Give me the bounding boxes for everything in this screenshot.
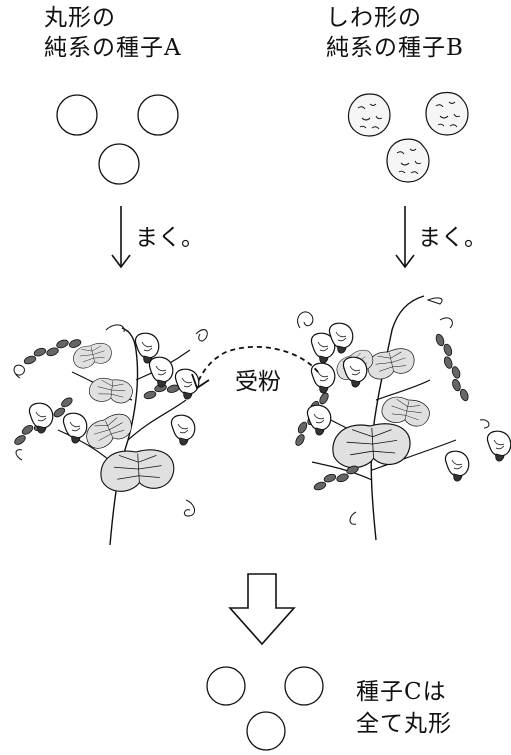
- seed-b-group: [347, 91, 469, 183]
- sow-b-label: まく。: [418, 225, 487, 251]
- seed-b-label-line1: しわ形の: [326, 5, 422, 31]
- pollination-arrow: [191, 345, 319, 390]
- plant-b-illustration: [293, 295, 511, 541]
- seed-c-label-line2: 全て丸形: [356, 711, 452, 737]
- seed-b-wrinkled-3: [386, 138, 430, 183]
- seed-c-group: [206, 666, 324, 751]
- seed-c-round-3: [246, 711, 286, 751]
- pollination-label: 受粉: [235, 369, 281, 395]
- plant-a-illustration: [12, 324, 208, 546]
- sow-a-label: まく。: [135, 225, 204, 251]
- seed-a-round-2: [137, 94, 179, 136]
- seed-c-round-1: [206, 666, 246, 706]
- seed-a-label-line2: 純系の種子A: [44, 35, 182, 61]
- seed-a-round-3: [98, 143, 140, 185]
- seed-a-group: [56, 94, 179, 185]
- sow-a-arrow: [111, 206, 131, 269]
- seed-b-wrinkled-2: [425, 91, 469, 136]
- seed-b-wrinkled-1: [347, 93, 391, 137]
- seed-a-round-1: [56, 94, 98, 136]
- seed-c-label-line1: 種子Cは: [356, 679, 447, 705]
- sow-b-arrow: [395, 206, 415, 269]
- result-hollow-arrow: [228, 573, 296, 646]
- seed-c-round-2: [284, 666, 324, 706]
- seed-a-label-line1: 丸形の: [44, 5, 116, 31]
- seed-b-label-line2: 純系の種子B: [326, 35, 464, 61]
